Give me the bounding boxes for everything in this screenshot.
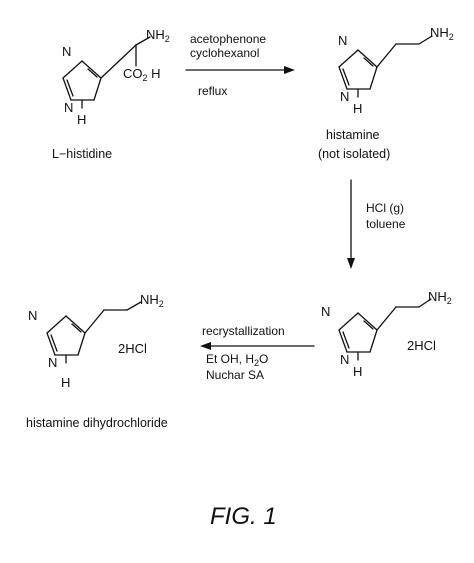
- step3-method: recrystallization: [202, 324, 285, 338]
- step2-reagent: HCl (g): [366, 201, 404, 215]
- amine-group: NH2: [146, 27, 170, 44]
- label-histamine-dihydrochloride: histamine dihydrochloride: [26, 416, 168, 430]
- label-l-histidine: L−histidine: [52, 147, 112, 161]
- label-histamine: histamine: [326, 128, 380, 142]
- arrow-step1: [185, 66, 295, 74]
- molecule-l-histidine: N N H NH2 CO2 H: [62, 27, 170, 127]
- step1-reagent-1: acetophenone: [190, 32, 266, 46]
- atom-n: N: [62, 44, 71, 59]
- counterion-label: 2HCl: [118, 341, 147, 356]
- carboxyl-group: CO2 H: [123, 66, 161, 83]
- amine-group: NH2: [430, 25, 454, 42]
- arrow-step2: [347, 179, 355, 269]
- amine-bond: [135, 36, 151, 46]
- step2-solvent: toluene: [366, 217, 406, 231]
- side-chain-bond: [117, 44, 137, 63]
- arrow-step3: [200, 342, 315, 350]
- atom-h: H: [353, 101, 362, 116]
- atom-n: N: [340, 89, 349, 104]
- atom-n: N: [340, 352, 349, 367]
- atom-n: N: [64, 100, 73, 115]
- figure-caption: FIG. 1: [210, 503, 277, 530]
- atom-h: H: [61, 375, 70, 390]
- atom-n: N: [338, 33, 347, 48]
- amine-group: NH2: [140, 292, 164, 309]
- atom-n: N: [321, 304, 330, 319]
- step3-adsorbent: Nuchar SA: [206, 368, 264, 382]
- molecule-histamine: N N H NH2: [338, 25, 454, 116]
- step1-reagent-2: cyclohexanol: [190, 46, 259, 60]
- atom-h: H: [77, 112, 86, 127]
- imidazole-ring: [62, 60, 102, 109]
- counterion-label: 2HCl: [407, 338, 436, 353]
- side-chain-bond: [100, 61, 119, 79]
- molecule-histamine-dihydrochloride: N N H NH2 2HCl: [28, 292, 164, 390]
- step1-condition: reflux: [198, 84, 227, 98]
- atom-n: N: [48, 355, 57, 370]
- amine-group: NH2: [428, 289, 452, 306]
- atom-n: N: [28, 308, 37, 323]
- atom-h: H: [353, 364, 362, 379]
- label-not-isolated: (not isolated): [318, 147, 390, 161]
- step3-solvents: Et OH, H2O: [206, 352, 268, 368]
- molecule-histamine-salt-right: N N H NH2 2HCl: [321, 289, 452, 379]
